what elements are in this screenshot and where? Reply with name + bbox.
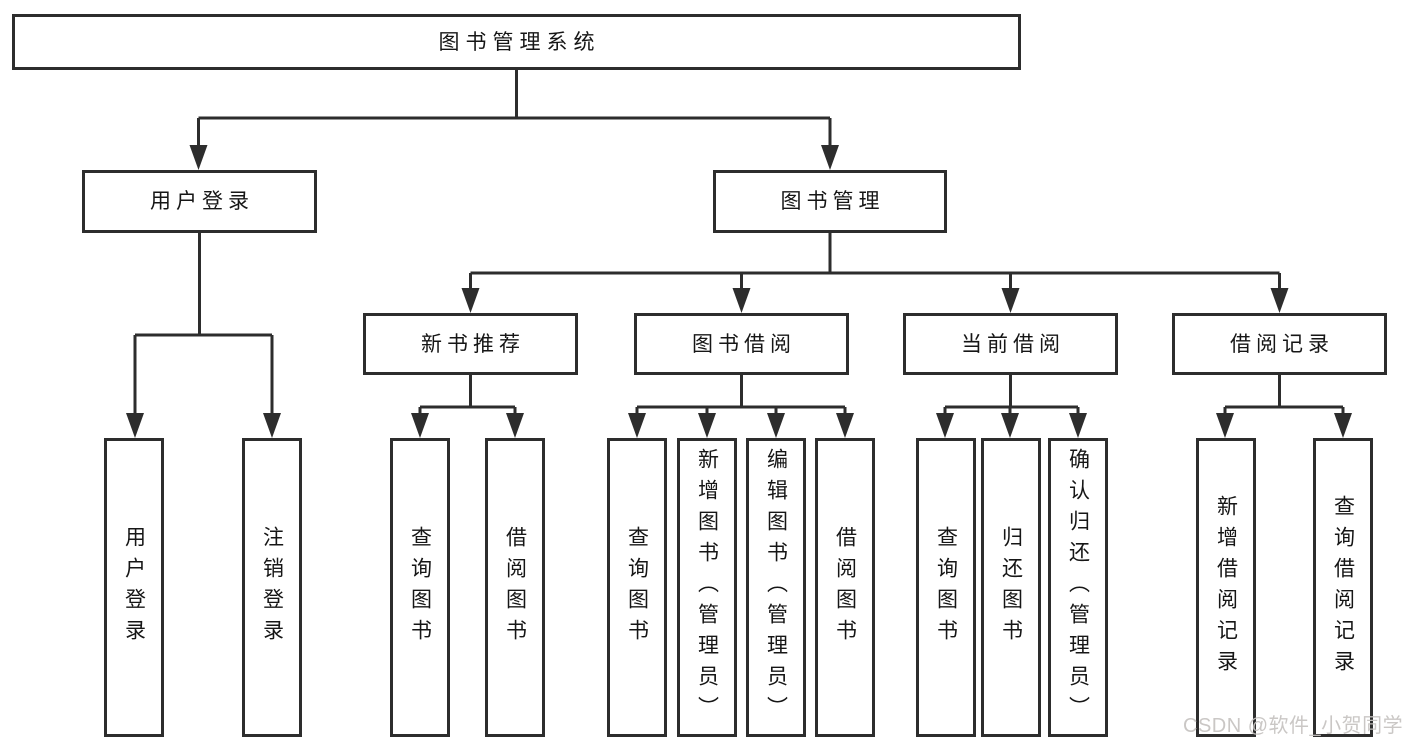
leaf-return-books: 归还图书 [981,438,1041,737]
leaf-edit-books-admin: 编辑图书（管理员） [746,438,806,737]
node-root-system: 图书管理系统 [12,14,1021,70]
node-current-borrowing: 当前借阅 [903,313,1118,375]
leaf-query-borrow-record: 查询借阅记录 [1313,438,1373,737]
node-book-borrowing: 图书借阅 [634,313,849,375]
node-user-login: 用户登录 [82,170,317,233]
node-book-management: 图书管理 [713,170,947,233]
leaf-user-login: 用户登录 [104,438,164,737]
leaf-borrow-books-borrowing: 借阅图书 [815,438,875,737]
leaf-add-books-admin: 新增图书（管理员） [677,438,737,737]
leaf-add-borrow-record: 新增借阅记录 [1196,438,1256,737]
leaf-confirm-return-admin: 确认归还（管理员） [1048,438,1108,737]
leaf-query-books-recommend: 查询图书 [390,438,450,737]
node-new-book-recommendation: 新书推荐 [363,313,578,375]
leaf-logout: 注销登录 [242,438,302,737]
node-borrowing-records: 借阅记录 [1172,313,1387,375]
leaf-query-books-current: 查询图书 [916,438,976,737]
leaf-borrow-books-recommend: 借阅图书 [485,438,545,737]
arrowheads [126,145,1352,438]
leaf-query-books-borrowing: 查询图书 [607,438,667,737]
watermark: CSDN @软件_小贺同学 [1183,715,1404,737]
